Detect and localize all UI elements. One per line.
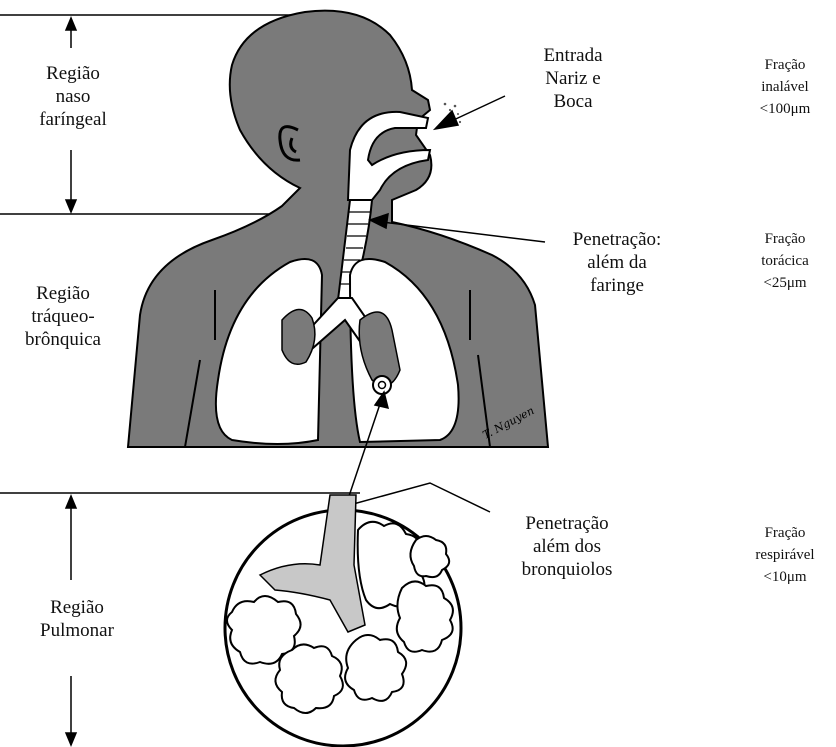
label-line: Região xyxy=(8,282,118,305)
label-line: naso xyxy=(18,85,128,108)
label-line: Entrada xyxy=(518,44,628,67)
label-line: <100μm xyxy=(735,98,835,120)
torso-silhouette xyxy=(128,11,548,447)
label-fracao-inalavel: Fração inalável <100μm xyxy=(735,54,835,120)
label-line: Fração xyxy=(735,228,835,250)
label-bronquiolos: Penetração além dos bronquiolos xyxy=(502,512,632,581)
label-line: respirável xyxy=(735,544,835,566)
label-line: torácica xyxy=(735,250,835,272)
label-entrada: Entrada Nariz e Boca xyxy=(518,44,628,113)
label-line: Pulmonar xyxy=(22,619,132,642)
label-fracao-toracica: Fração torácica <25μm xyxy=(735,228,835,294)
label-line: bronquiolos xyxy=(502,558,632,581)
label-region-pulmonar: Região Pulmonar xyxy=(22,596,132,642)
label-line: inalável xyxy=(735,76,835,98)
label-region-naso: Região naso faríngeal xyxy=(18,62,128,131)
label-faringe: Penetração: além da faringe xyxy=(552,228,682,297)
label-fracao-respiravel: Fração respirável <10μm xyxy=(735,522,835,588)
label-line: faríngeal xyxy=(18,108,128,131)
label-line: Penetração: xyxy=(552,228,682,251)
label-line: brônquica xyxy=(8,328,118,351)
alveolus-zoom-marker xyxy=(373,376,391,394)
label-line: faringe xyxy=(552,274,682,297)
label-line: <25μm xyxy=(735,272,835,294)
label-line: Fração xyxy=(735,522,835,544)
label-line: Nariz e xyxy=(518,67,628,90)
label-line: Região xyxy=(22,596,132,619)
label-line: Região xyxy=(18,62,128,85)
label-region-traqueo: Região tráqueo- brônquica xyxy=(8,282,118,351)
label-line: tráqueo- xyxy=(8,305,118,328)
label-line: <10μm xyxy=(735,566,835,588)
bronchial-tree-left xyxy=(282,309,315,364)
label-line: Fração xyxy=(735,54,835,76)
label-line: além dos xyxy=(502,535,632,558)
label-line: Boca xyxy=(518,90,628,113)
label-line: além da xyxy=(552,251,682,274)
label-line: Penetração xyxy=(502,512,632,535)
